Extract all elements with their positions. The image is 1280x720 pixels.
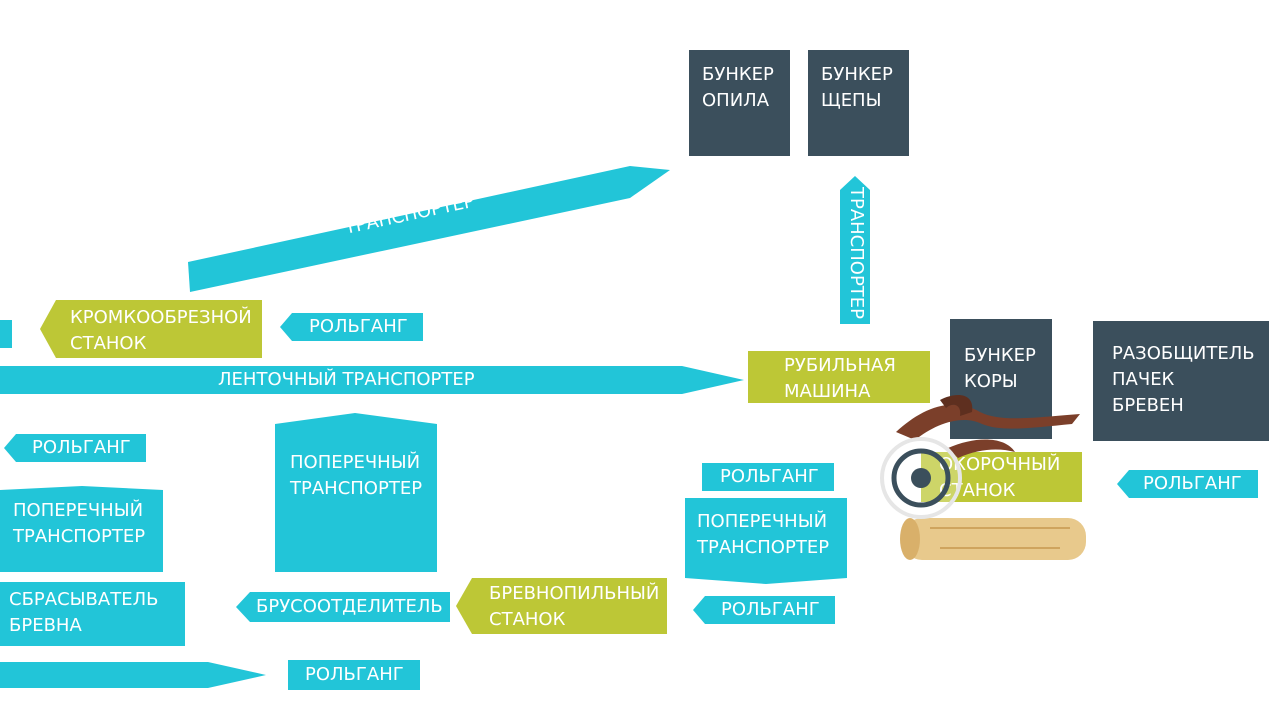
bunker-chips: БУНКЕР ЩЕПЫ [808,50,909,156]
cross-transporter-center-label: ПОПЕРЕЧНЫЙ ТРАНСПОРТЕР [290,452,423,499]
roller-3-shape [702,463,834,491]
edger-label: КРОМКООБРЕЗНОЙ СТАНОК [70,307,252,354]
roller-4-label: РОЛЬГАНГ [1143,473,1242,494]
bunker-chips-label: БУНКЕР ЩЕПЫ [821,64,893,111]
roller-1-label: РОЛЬГАНГ [309,316,408,337]
belt-transporter-label: ЛЕНТОЧНЫЙ ТРАНСПОРТЕР [218,369,475,390]
roller-5-label: РОЛЬГАНГ [721,599,820,620]
roller-6-shape [288,660,420,690]
log-dropper: СБРАСЫВАТЕЛЬ БРЕВНА [0,582,185,646]
cursor-indicator-icon [880,437,962,519]
log-bundle-separator-label: РАЗОБЩИТЕЛЬ ПАЧЕК БРЕВЕН [1112,343,1255,416]
roller-4-shape [1117,470,1258,498]
log-saw-shape [456,578,667,634]
log-saw-label: БРЕВНОПИЛЬНЫЙ СТАНОК [489,583,660,630]
cant-separator-label: БРУСООТДЕЛИТЕЛЬ [256,596,443,617]
cross-transporter-left-label: ПОПЕРЕЧНЫЙ ТРАНСПОРТЕР [13,500,146,547]
roller-3-label: РОЛЬГАНГ [720,466,819,487]
cross-center-shape [275,413,437,572]
cross-transporter-right-label: ПОПЕРЕЧНЫЙ ТРАНСПОРТЕР [697,511,830,558]
cross-left-shape [0,486,163,572]
bunker-sawdust: БУНКЕР ОПИЛА [689,50,790,156]
roller-5-shape [693,596,835,624]
log-icon [900,518,1086,560]
bottom-arrow-shape [0,662,266,688]
cross-right-shape [685,498,847,584]
bark-strip-icon [896,395,1080,458]
bunker-bark-label: БУНКЕР КОРЫ [964,345,1036,392]
edger-shape [40,300,262,358]
roller-6-label: РОЛЬГАНГ [305,664,404,685]
vertical-transporter-shape [840,176,870,324]
log-bundle-separator: РАЗОБЩИТЕЛЬ ПАЧЕК БРЕВЕН [1093,321,1269,441]
edge-fragment-shape [0,320,12,348]
chipper-label: РУБИЛЬНАЯ МАШИНА [784,355,896,402]
log-dropper-label: СБРАСЫВАТЕЛЬ БРЕВНА [9,589,159,636]
belt-transporter-shape [0,366,744,394]
cant-separator-shape [236,592,450,622]
bunker-sawdust-label: БУНКЕР ОПИЛА [702,64,774,111]
roller-2-shape [4,434,146,462]
roller-2-label: РОЛЬГАНГ [32,437,131,458]
diagonal-transporter-shape [188,166,670,292]
chipper: РУБИЛЬНАЯ МАШИНА [748,351,930,403]
roller-1-shape [280,313,423,341]
